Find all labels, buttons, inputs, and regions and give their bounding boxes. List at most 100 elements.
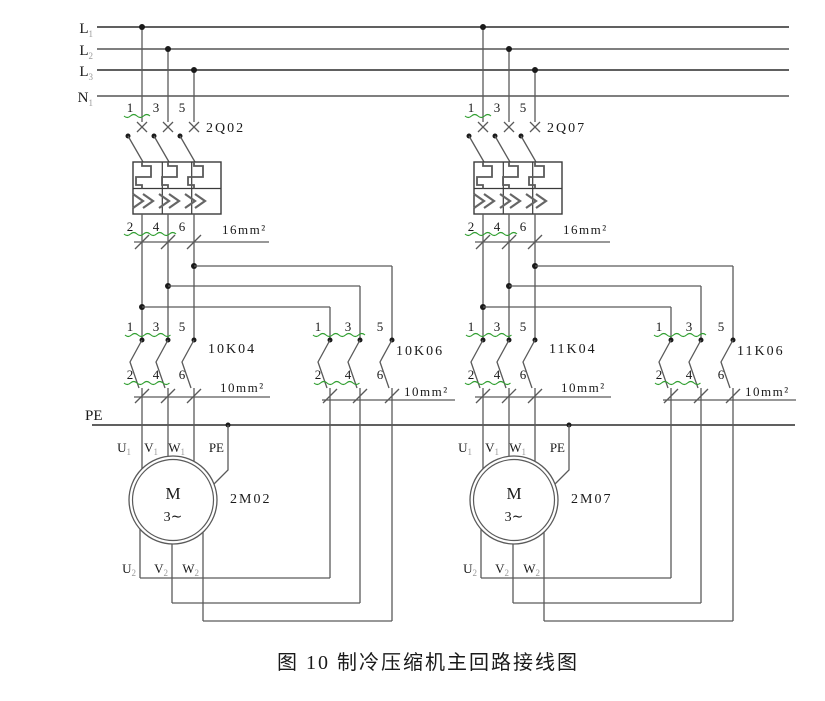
squiggle-underline (654, 380, 701, 386)
terminal-label: 6 (377, 367, 384, 382)
squiggle-underline (313, 380, 360, 386)
terminal-label: 2 (656, 367, 663, 382)
motor-letter: M (506, 484, 521, 503)
terminal-label: 4 (153, 219, 160, 234)
contactor-id-label: 10K04 (208, 342, 256, 357)
squiggle-underline (464, 113, 492, 119)
breaker-id-label: 2Q02 (206, 121, 245, 136)
contactor-id-label: 11K04 (549, 342, 597, 357)
motor-terminal-pe: PE (209, 440, 224, 455)
motor-outer-circle (128, 455, 218, 545)
terminal-label: 3 (153, 100, 160, 115)
breaker-2q07: 1 3 5 2Q07 2 4 6 (464, 24, 610, 340)
motor-inner-circle (131, 458, 215, 542)
contactor-id-label: 11K06 (737, 344, 785, 359)
motor-letter: M (165, 484, 180, 503)
thermal-trip-symbols (135, 162, 204, 189)
cable-size-label: 16mm² (563, 222, 608, 237)
terminal-label: 3 (153, 319, 160, 334)
bus-label-n1: N1 (78, 90, 93, 108)
terminal-label: 3 (686, 319, 693, 334)
breaker-id-label: 2Q07 (547, 121, 586, 136)
terminal-label: 1 (468, 319, 475, 334)
motor-terminal-u1: U1 (458, 440, 472, 457)
squiggle-underline (464, 380, 511, 386)
cable-size-label: 10mm² (561, 380, 606, 395)
terminal-label: 4 (494, 219, 501, 234)
cable-size-label: 16mm² (222, 222, 267, 237)
terminal-label: 5 (179, 319, 186, 334)
motor-phase-label: 3∼ (505, 510, 524, 525)
terminal-label: 2 (127, 367, 134, 382)
terminal-label: 1 (127, 100, 134, 115)
motor-id-label: 2M02 (230, 492, 271, 507)
motor-terminal-v1: V1 (144, 440, 158, 457)
squiggle-underline (653, 332, 707, 338)
motor-terminal-w1: W1 (509, 440, 526, 457)
terminal-label: 3 (494, 100, 501, 115)
terminal-label: 6 (520, 219, 527, 234)
terminal-label: 6 (179, 367, 186, 382)
terminal-label: 5 (520, 319, 527, 334)
cable-callout-10mm: 10mm² (663, 384, 796, 404)
compressor-circuit-1: 1 3 5 2Q02 2 4 6 (117, 24, 455, 622)
terminal-label: 1 (315, 319, 322, 334)
motor-id-label: 2M07 (571, 492, 612, 507)
cable-size-label: 10mm² (404, 384, 449, 399)
thermal-trip-symbols (476, 162, 545, 189)
terminal-label: 4 (153, 367, 160, 382)
terminal-label: 2 (127, 219, 134, 234)
cable-size-label: 10mm² (220, 380, 265, 395)
motor-terminal-u2: U2 (122, 561, 136, 578)
pe-bus: PE (85, 408, 795, 426)
terminal-label: 2 (468, 219, 475, 234)
motor-terminal-u2: U2 (463, 561, 477, 578)
squiggle-underline (465, 332, 512, 338)
terminal-label: 4 (686, 367, 693, 382)
terminal-label: 6 (718, 367, 725, 382)
breaker-terminal-crosses (136, 121, 200, 133)
terminal-label: 5 (179, 100, 186, 115)
contactor-11k06: 1 3 5 11K06 2 4 6 10mm² (653, 319, 796, 621)
motor-2m02: M 3∼ 2M02 U1 V1 W1 PE U2 V2 W2 (117, 440, 271, 578)
motor-terminal-v2: V2 (154, 561, 168, 578)
terminal-label: 2 (468, 367, 475, 382)
motor-terminal-w1: W1 (168, 440, 185, 457)
cable-callout-16mm: 16mm² (475, 222, 610, 250)
squiggle-underline (124, 332, 171, 338)
terminal-label: 1 (127, 319, 134, 334)
terminal-label: 6 (179, 219, 186, 234)
motor-terminal-u1: U1 (117, 440, 131, 457)
terminal-label: 6 (520, 367, 527, 382)
power-bus-lines: L1 L2 L3 N1 (78, 21, 789, 108)
motor-wiring (139, 422, 392, 622)
terminal-label: 3 (494, 319, 501, 334)
terminal-label: 1 (468, 100, 475, 115)
bus-label-l3: L3 (79, 64, 93, 82)
pe-label: PE (85, 408, 103, 424)
contactor-10k04: 1 3 5 10K04 2 4 6 10mm² (123, 319, 270, 472)
branch-junctions (139, 263, 393, 340)
breaker-terminal-crosses (477, 121, 541, 133)
motor-outer-circle (469, 455, 559, 545)
cable-callout-10mm: 10mm² (475, 380, 611, 404)
cable-callout-16mm: 16mm² (134, 222, 269, 250)
motor-2m07: M 3∼ 2M07 U1 V1 W1 PE U2 V2 W2 (458, 440, 612, 578)
terminal-label: 4 (345, 367, 352, 382)
motor-terminal-v2: V2 (495, 561, 509, 578)
contactor-id-label: 10K06 (396, 344, 444, 359)
squiggle-underline (123, 231, 177, 237)
cable-callout-10mm: 10mm² (322, 384, 455, 404)
motor-terminal-pe: PE (550, 440, 565, 455)
terminal-label: 2 (315, 367, 322, 382)
compressor-circuit-2: 1 3 5 2Q07 2 4 6 (458, 24, 796, 622)
motor-terminal-w2: W2 (523, 561, 540, 578)
motor-terminal-v1: V1 (485, 440, 499, 457)
breaker-2q02: 1 3 5 2Q02 2 4 6 (123, 24, 269, 340)
contactor-10k06: 1 3 5 10K06 2 4 6 10mm² (312, 319, 455, 621)
terminal-label: 1 (656, 319, 663, 334)
squiggle-underline (123, 380, 170, 386)
terminal-label: 5 (520, 100, 527, 115)
